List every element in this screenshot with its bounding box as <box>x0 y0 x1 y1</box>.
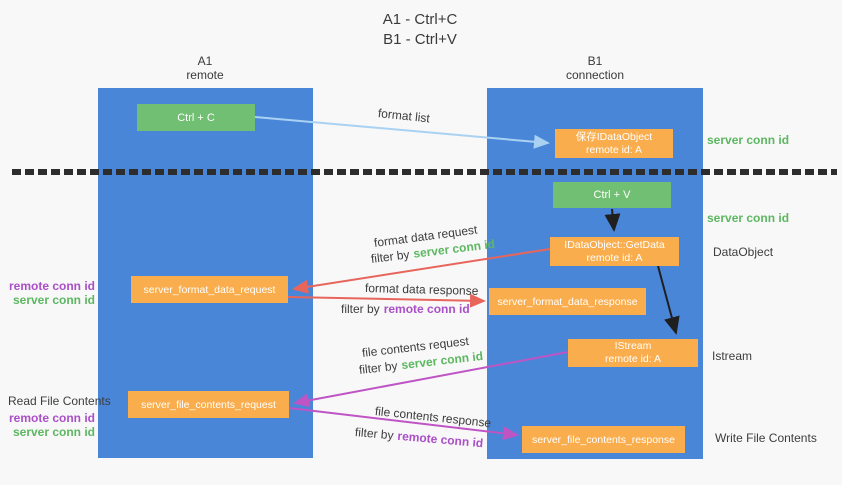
filter-by-text: filter by <box>341 302 380 316</box>
istream-annotation: Istream <box>712 349 753 363</box>
istream-node: IStream remote id: A <box>568 339 698 367</box>
server-file-contents-response-label: server_file_contents_response <box>531 433 675 446</box>
save-idataobject-line2: remote id: A <box>585 143 643 156</box>
filter-by-text: filter by <box>358 358 399 377</box>
dataobject-annotation: DataObject <box>713 245 774 259</box>
server-conn-id-annotation-format: server conn id <box>12 293 95 307</box>
getdata-line2: remote id: A <box>586 251 643 264</box>
save-idataobject-line1: 保存IDataObject <box>575 130 653 143</box>
remote-conn-id-text: remote conn id <box>396 428 484 451</box>
filter-by-text: filter by <box>370 247 411 266</box>
remote-conn-id-text: remote conn id <box>383 302 470 316</box>
server-format-data-request-label: server_format_data_request <box>143 283 276 296</box>
lane-a1-role: remote <box>186 68 224 82</box>
server-file-contents-request-node: server_file_contents_request <box>128 391 289 418</box>
lane-header-b1: B1 connection <box>540 54 650 82</box>
istream-line2: remote id: A <box>604 353 662 365</box>
server-conn-id-annotation-mid: server conn id <box>707 211 790 225</box>
idataobject-getdata-node: IDataObject::GetData remote id: A <box>550 237 679 266</box>
remote-conn-id-annotation-format: remote conn id <box>8 279 95 293</box>
server-file-contents-request-label: server_file_contents_request <box>141 398 276 411</box>
title-line-ctrl-c: A1 - Ctrl+C <box>382 11 458 28</box>
lane-header-a1: A1 remote <box>150 54 260 82</box>
format-data-response-arrow <box>287 293 486 308</box>
lane-b1-role: connection <box>565 68 625 82</box>
ctrl-c-node: Ctrl + C <box>137 104 255 131</box>
ctrl-v-node: Ctrl + V <box>553 182 671 208</box>
server-file-contents-response-node: server_file_contents_response <box>522 426 685 453</box>
format-list-label: format list <box>377 106 431 126</box>
server-conn-id-annotation-top: server conn id <box>707 133 790 147</box>
server-format-data-request-node: server_format_data_request <box>131 276 288 303</box>
server-format-data-response-label: server_format_data_response <box>497 295 638 308</box>
ctrl-v-label: Ctrl + V <box>593 189 631 201</box>
read-file-contents-annotation: Read File Contents <box>8 394 111 408</box>
write-file-contents-annotation: Write File Contents <box>715 431 817 445</box>
server-conn-id-annotation-file: server conn id <box>12 425 95 439</box>
remote-conn-id-annotation-file: remote conn id <box>8 411 95 425</box>
file-contents-response-label: file contents response <box>374 404 492 431</box>
copy-paste-divider-line <box>12 169 837 175</box>
diagram-title: A1 - Ctrl+C B1 - Ctrl+V <box>320 10 520 50</box>
filter-by-text: filter by <box>354 425 395 443</box>
istream-line1: IStream <box>614 340 652 352</box>
lane-b1-id: B1 <box>587 54 603 68</box>
lane-a1-id: A1 <box>197 54 213 68</box>
save-idataobject-node: 保存IDataObject remote id: A <box>555 129 673 158</box>
title-line-ctrl-v: B1 - Ctrl+V <box>383 31 457 48</box>
getdata-line1: IDataObject::GetData <box>564 238 665 251</box>
server-format-data-response-node: server_format_data_response <box>489 288 646 315</box>
format-data-response-label: format data response <box>364 281 479 298</box>
ctrl-c-label: Ctrl + C <box>177 111 215 124</box>
